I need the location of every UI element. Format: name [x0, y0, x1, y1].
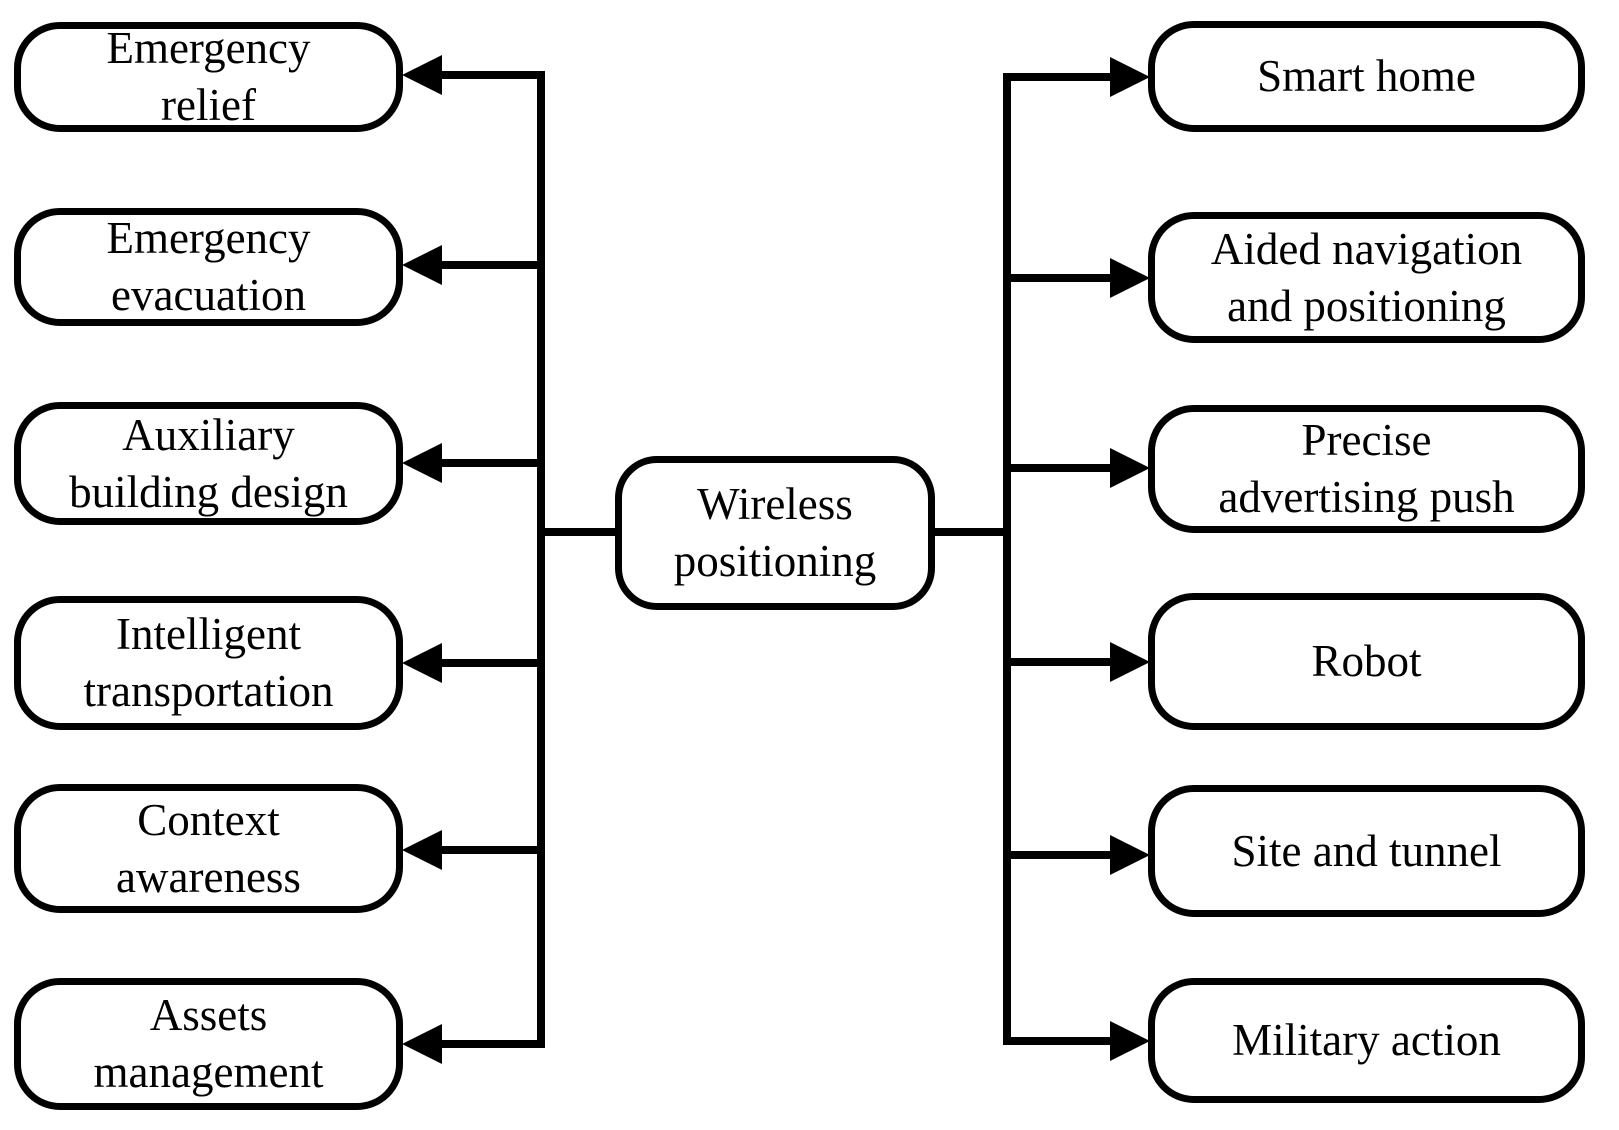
arrow-shaft-robot [1007, 658, 1114, 666]
center-left-connector-line [537, 528, 619, 536]
arrowhead-right-icon [1110, 448, 1150, 488]
node-label-line: building design [69, 466, 348, 517]
arrowhead-right-icon [1110, 57, 1150, 97]
arrow-shaft-military-action [1007, 1037, 1114, 1045]
node-label-line: Emergency [106, 23, 311, 73]
node-military-action: Military action [1148, 978, 1585, 1103]
node-label-line: Smart home [1257, 51, 1476, 101]
node-emergency-evacuation: Emergency evacuation [14, 208, 403, 326]
center-right-connector-line [931, 528, 1007, 536]
node-label-line: advertising push [1218, 472, 1515, 522]
arrowhead-right-icon [1110, 642, 1150, 682]
node-label-line: Precise [1301, 415, 1432, 465]
node-label-line: and positioning [1227, 280, 1506, 331]
node-label-line: Intelligent [116, 609, 301, 659]
arrowhead-left-icon [402, 830, 442, 870]
arrow-shaft-assets-management [440, 1040, 541, 1048]
node-label-line: awareness [116, 851, 301, 902]
arrow-shaft-precise-advertising-push [1007, 464, 1114, 472]
node-label-line: management [93, 1047, 324, 1097]
node-label-line: Military action [1232, 1015, 1501, 1065]
node-intelligent-transportation: Intelligent transportation [14, 596, 403, 730]
node-label-line: evacuation [111, 270, 306, 320]
node-label-line: positioning [673, 536, 877, 586]
node-context-awareness: Context awareness [14, 784, 403, 913]
node-label-line: transportation [83, 666, 334, 716]
node-emergency-relief: Emergency relief [14, 22, 403, 132]
arrowhead-right-icon [1110, 258, 1150, 298]
node-label-line: Site and tunnel [1231, 825, 1502, 876]
arrow-shaft-smart-home [1007, 73, 1114, 81]
arrowhead-left-icon [402, 643, 442, 683]
node-assets-management: Assets management [14, 978, 403, 1110]
node-label-line: Assets [149, 990, 268, 1040]
node-label-line: Auxiliary [122, 409, 295, 460]
node-label-line: Emergency [106, 213, 311, 263]
arrowhead-left-icon [402, 55, 442, 95]
arrowhead-right-icon [1110, 835, 1150, 875]
node-aided-navigation-and-positioning: Aided navigation and positioning [1148, 212, 1585, 343]
arrowhead-left-icon [402, 443, 442, 483]
right-spine-line [1003, 73, 1011, 1045]
arrow-shaft-context-awareness [440, 846, 541, 854]
node-label-line: Aided navigation [1210, 223, 1523, 274]
node-label-line: relief [161, 80, 256, 130]
node-wireless-positioning: Wireless positioning [615, 456, 935, 610]
node-auxiliary-building-design: Auxiliary building design [14, 402, 403, 525]
left-spine-line [537, 71, 545, 1048]
arrow-shaft-emergency-evacuation [440, 261, 541, 269]
arrow-shaft-auxiliary-building-design [440, 459, 541, 467]
arrow-shaft-site-and-tunnel [1007, 851, 1114, 859]
arrowhead-right-icon [1110, 1021, 1150, 1061]
node-robot: Robot [1148, 593, 1585, 730]
node-precise-advertising-push: Precise advertising push [1148, 405, 1585, 533]
arrow-shaft-intelligent-transportation [440, 659, 541, 667]
node-label-line: Robot [1311, 636, 1422, 686]
arrowhead-left-icon [402, 245, 442, 285]
arrowhead-left-icon [402, 1024, 442, 1064]
node-label-line: Wireless [697, 479, 853, 529]
arrow-shaft-aided-navigation [1007, 274, 1114, 282]
node-label-line: Context [137, 794, 280, 845]
arrow-shaft-emergency-relief [440, 71, 541, 79]
node-site-and-tunnel: Site and tunnel [1148, 785, 1585, 917]
node-smart-home: Smart home [1148, 21, 1585, 132]
